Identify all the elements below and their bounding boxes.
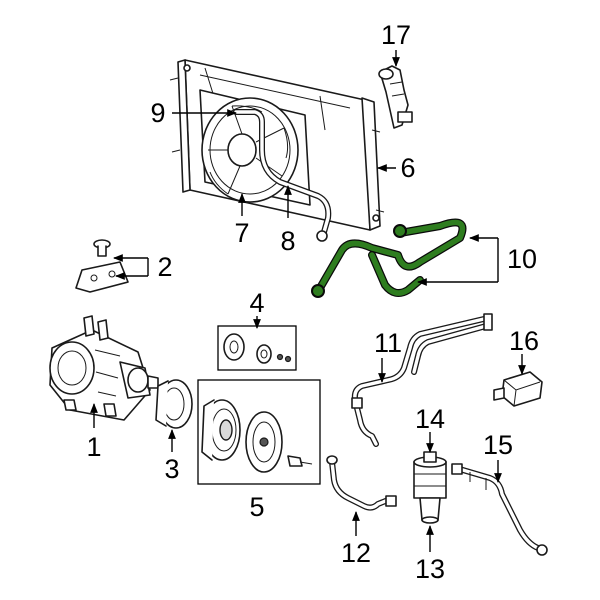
callout-4: 4 bbox=[249, 288, 264, 318]
ac-hose-9-8 bbox=[233, 109, 332, 242]
callout-numbers: 17 6 9 7 8 10 2 4 11 16 1 3 14 15 5 12 1… bbox=[86, 20, 539, 584]
callout-15: 15 bbox=[483, 430, 513, 460]
leader-lines bbox=[90, 50, 526, 552]
callout-12: 12 bbox=[341, 538, 371, 568]
callout-8: 8 bbox=[280, 226, 295, 256]
ac-compressor-1 bbox=[49, 315, 159, 421]
callout-5: 5 bbox=[249, 492, 264, 522]
sensor-16 bbox=[493, 371, 543, 407]
receiver-drier-13-14 bbox=[413, 451, 447, 524]
callout-3: 3 bbox=[164, 454, 179, 484]
callout-2: 2 bbox=[157, 252, 172, 282]
ac-line-15 bbox=[451, 463, 548, 556]
callout-7: 7 bbox=[234, 218, 249, 248]
callout-14: 14 bbox=[415, 404, 445, 434]
callout-11: 11 bbox=[374, 328, 402, 358]
highlighted-ac-line-10 bbox=[311, 218, 467, 298]
callout-10: 10 bbox=[507, 244, 537, 274]
ac-line-11 bbox=[351, 313, 493, 447]
callout-17: 17 bbox=[381, 20, 411, 50]
clutch-pulley-3 bbox=[155, 379, 193, 429]
callout-13: 13 bbox=[415, 554, 445, 584]
ac-hose-12 bbox=[326, 455, 397, 511]
seal-kit-4 bbox=[217, 325, 297, 371]
clutch-kit-5 bbox=[197, 379, 321, 485]
callout-1: 1 bbox=[86, 432, 101, 462]
bolt-and-bracket-2 bbox=[75, 239, 129, 293]
ac-line-17 bbox=[378, 65, 413, 129]
callout-16: 16 bbox=[509, 326, 539, 356]
callout-6: 6 bbox=[400, 153, 415, 183]
callout-9: 9 bbox=[150, 98, 165, 128]
